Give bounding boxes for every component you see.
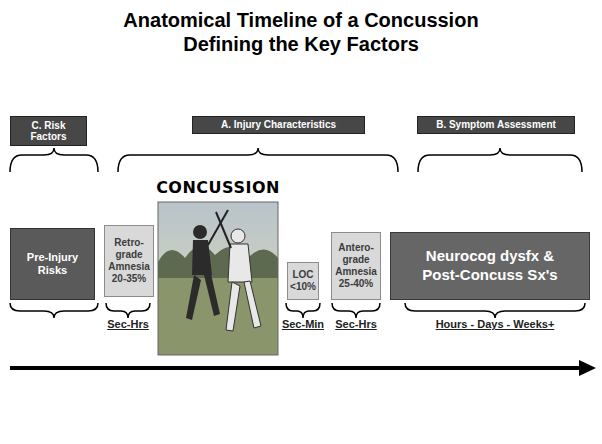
section-header: B. Symptom Assessment xyxy=(417,116,575,134)
time-label: Sec-Min xyxy=(282,318,324,330)
box-text: C. Risk Factors xyxy=(15,120,82,143)
stage-box: LOC <10% xyxy=(287,262,319,300)
box-text: Pre-Injury Risks xyxy=(15,251,90,277)
risk-box: Pre-Injury Risks xyxy=(10,228,95,300)
stage-box: Retro-grade Amnesia 20-35% xyxy=(104,225,154,297)
symptom-box: Neurocog dysfx & Post-Concuss Sx's xyxy=(390,232,590,300)
box-text: A. Injury Characteristics xyxy=(221,119,336,131)
box-text: Retro-grade Amnesia 20-35% xyxy=(107,237,151,285)
image-caption: CONCUSSION xyxy=(156,178,280,197)
timeline-arrow xyxy=(10,360,596,376)
photo xyxy=(158,202,278,355)
box-text: Antero-grade Amnesia 25-40% xyxy=(334,242,378,290)
box-text: LOC <10% xyxy=(290,269,316,293)
section-header: C. Risk Factors xyxy=(10,116,87,146)
time-label: Sec-Hrs xyxy=(335,318,377,330)
section-header: A. Injury Characteristics xyxy=(192,116,365,134)
time-label: Hours - Days - Weeks+ xyxy=(436,318,555,330)
stage-box: Antero-grade Amnesia 25-40% xyxy=(331,232,381,300)
time-label: Sec-Hrs xyxy=(107,318,149,330)
slide-title: Anatomical Timeline of a Concussion Defi… xyxy=(91,8,511,56)
box-text: Neurocog dysfx & Post-Concuss Sx's xyxy=(409,247,571,285)
box-text: B. Symptom Assessment xyxy=(436,119,556,131)
